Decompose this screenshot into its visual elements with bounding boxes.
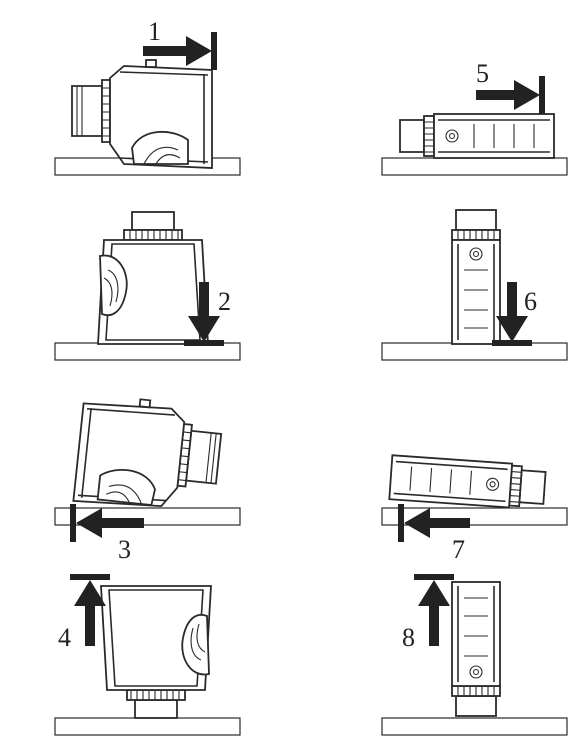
step-2-panel: 2 <box>54 211 241 361</box>
arrow-left-icon <box>398 504 470 542</box>
device-front-view <box>100 585 212 719</box>
arrow-down-icon <box>492 282 532 346</box>
step-label: 2 <box>218 287 231 316</box>
step-label: 5 <box>476 59 489 88</box>
step-4-panel: 4 <box>54 574 241 736</box>
arrow-up-icon <box>414 574 454 646</box>
step-label: 8 <box>402 623 415 652</box>
step-label: 1 <box>148 17 161 46</box>
step-label: 7 <box>452 535 465 564</box>
arrow-up-icon <box>70 574 110 646</box>
table-plank <box>381 157 568 176</box>
device-side-view <box>72 392 225 517</box>
device-lying-view <box>399 113 555 159</box>
step-label: 3 <box>118 535 131 564</box>
step-7-panel: 7 <box>381 454 568 564</box>
table-plank <box>54 717 241 736</box>
table-plank <box>381 342 568 361</box>
device-narrow-view <box>451 209 501 345</box>
step-1-panel: 1 <box>54 17 241 176</box>
arrow-left-icon <box>70 504 144 542</box>
arrow-right-icon <box>476 76 545 114</box>
step-8-panel: 8 <box>381 574 568 736</box>
step-label: 4 <box>58 623 71 652</box>
step-5-panel: 5 <box>381 59 568 176</box>
device-narrow-view <box>451 581 501 717</box>
arrow-down-icon <box>184 282 224 346</box>
device-side-view <box>71 59 213 169</box>
arrow-right-icon <box>143 32 217 70</box>
device-lying-view <box>388 454 547 511</box>
device-front-view <box>97 211 209 345</box>
step-6-panel: 6 <box>381 209 568 361</box>
step-3-panel: 3 <box>54 392 241 564</box>
table-plank <box>381 717 568 736</box>
step-label: 6 <box>524 287 537 316</box>
